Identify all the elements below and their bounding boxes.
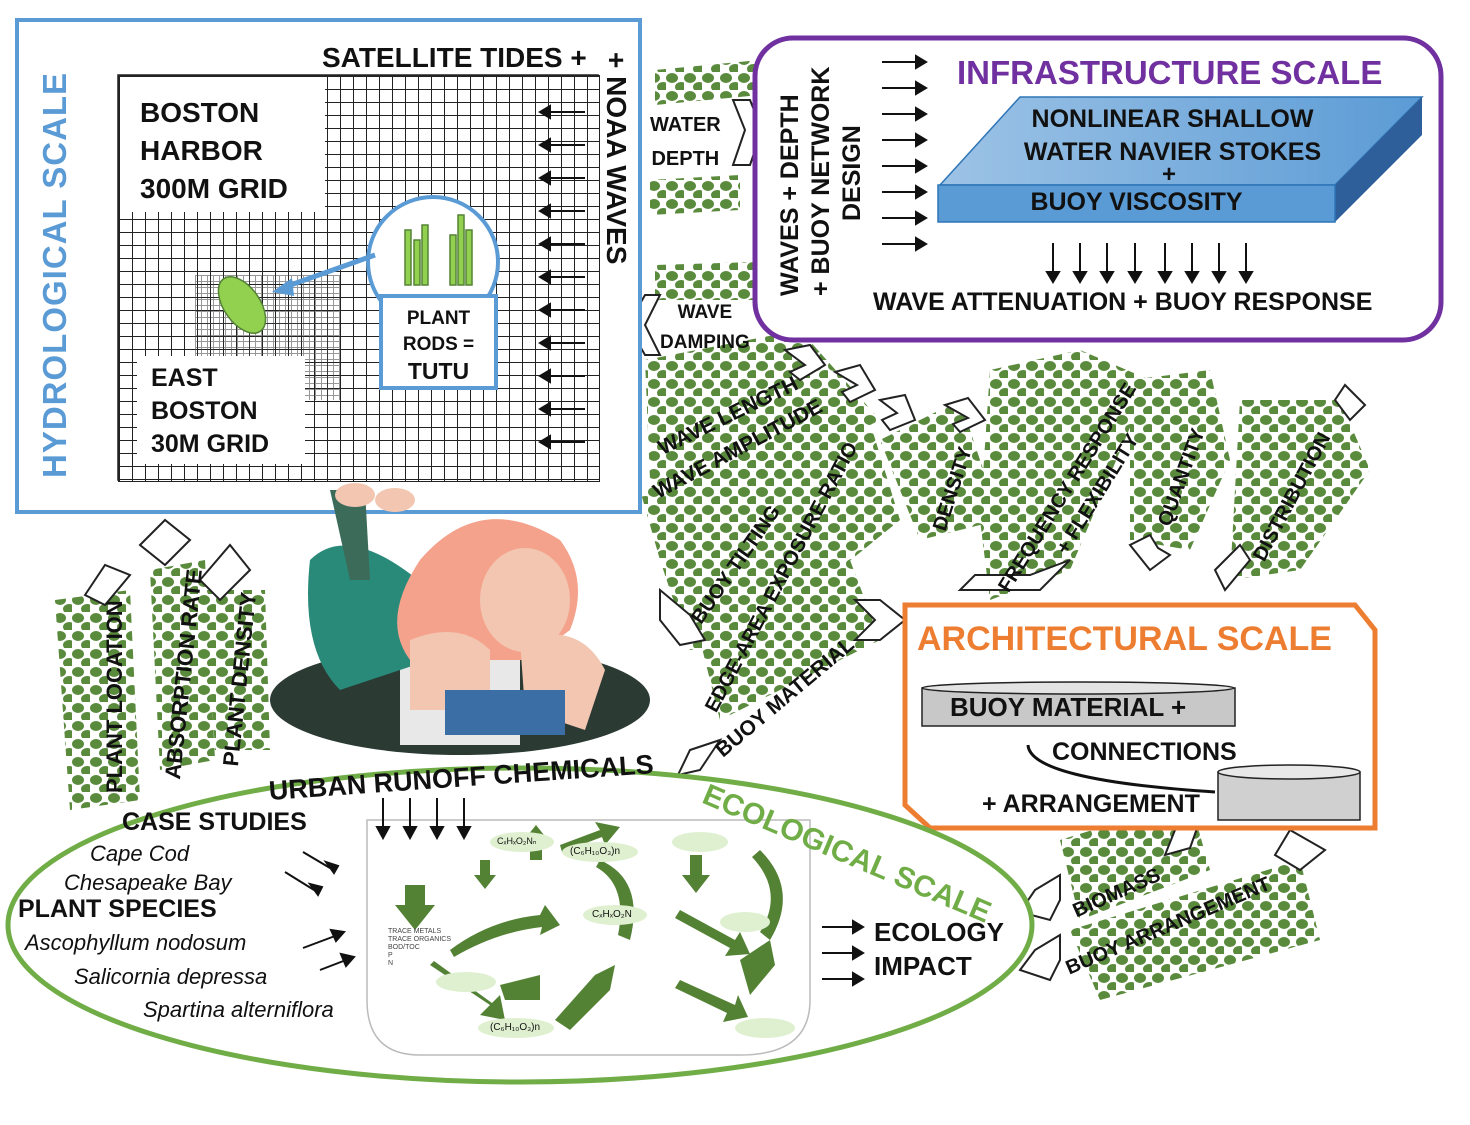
boston-label-bg [120, 77, 325, 212]
magnifier-pointer [284, 252, 376, 290]
connection-curve [1026, 744, 1216, 794]
case-studies-label: CASE STUDIES [122, 808, 307, 836]
site-marker-ellipse [217, 276, 267, 334]
buoy-viscosity-label: BUOY VISCOSITY [1030, 188, 1243, 216]
plant-species-label: PLANT SPECIES [18, 895, 217, 923]
chem-formula-1: CₓHₓO₂Nₙ [497, 836, 537, 846]
attenuation-arrows [1045, 243, 1254, 284]
plant-location-label: PLANT LOCATION [102, 600, 127, 793]
chemical-bubbles [436, 832, 795, 1038]
chem-formula-3: CₓHₓO₂N [592, 909, 632, 920]
noaa-wave-arrows [538, 104, 585, 450]
infra-input-arrows [882, 54, 928, 252]
case-chesapeake: Chesapeake Bay [64, 870, 232, 895]
species-salicornia: Salicornia depressa [74, 964, 268, 989]
buoy-cylinder-2 [1217, 764, 1361, 821]
runoff-arrows [375, 798, 472, 841]
satellite-tides-label: SATELLITE TIDES + [322, 42, 587, 73]
slab-plus: + [1162, 161, 1177, 188]
plant-rods-label-box [379, 294, 498, 390]
architectural-scale-title: ARCHITECTURAL SCALE [917, 620, 1332, 658]
person-photo [270, 483, 650, 755]
connections-label: CONNECTIONS [1052, 738, 1237, 766]
chem-formula-2: (C₆H₁₀O₃)n [570, 846, 621, 857]
arrangement-label: + ARRANGEMENT [982, 790, 1200, 818]
buoy-material-label: BUOY MATERIAL + [950, 692, 1187, 722]
case-arrows [284, 851, 356, 971]
magnifier-pointer-head [272, 278, 294, 296]
case-cape-cod: Cape Cod [90, 841, 190, 866]
noaa-waves-label: + NOAA WAVES [601, 52, 632, 265]
hydrological-scale-title: HYDROLOGICAL SCALE [36, 71, 73, 478]
flow-chevrons [83, 99, 1367, 982]
impact-arrows [822, 919, 865, 987]
dotted-flow-bands [55, 60, 1370, 1000]
infrastructure-scale-title: INFRASTRUCTURE SCALE [957, 54, 1383, 91]
east-label-bg [137, 356, 305, 464]
species-ascophyllum: Ascophyllum nodosum [25, 930, 247, 955]
navier-stokes-slab [937, 96, 1424, 223]
wave-attenuation-label: WAVE ATTENUATION + BUOY RESPONSE [873, 288, 1373, 316]
chem-formula-4: (C₆H₁₀O₃)n [490, 1022, 541, 1033]
species-spartina: Spartina alterniflora [143, 997, 334, 1022]
buoy-cylinder-1 [921, 681, 1236, 727]
